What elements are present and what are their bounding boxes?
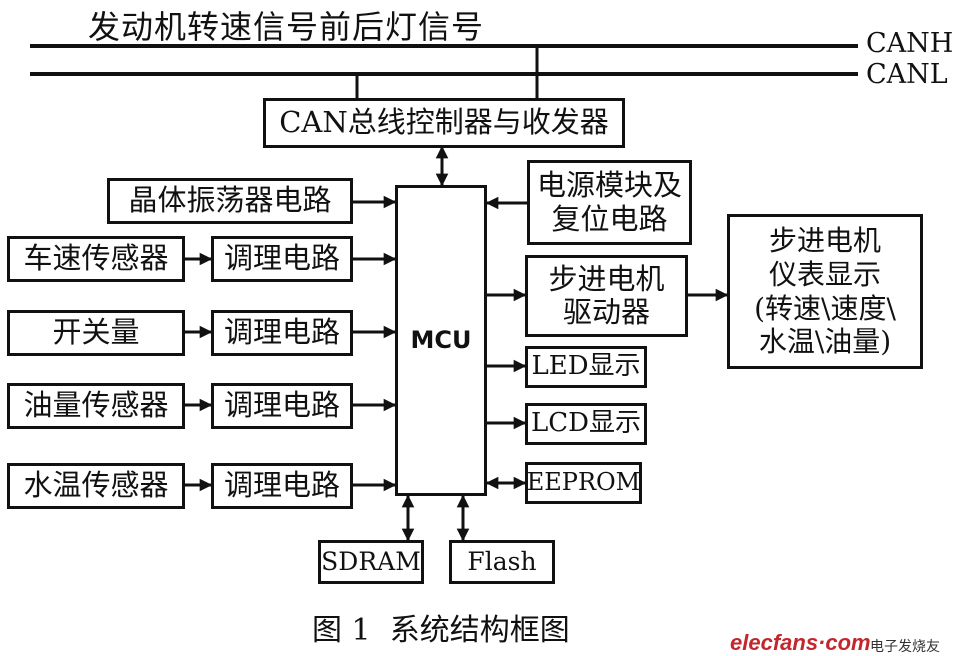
crystal-oscillator-box: 晶体振荡器电路 — [107, 178, 353, 224]
power-reset-line-2: 复位电路 — [551, 201, 668, 236]
stepper-display-line-1: 步进电机 — [768, 224, 881, 258]
conditioning-circuit-box: 调理电路 — [211, 383, 353, 429]
stepper-display-line-3: (转速\速度\ — [754, 291, 896, 325]
stepper-driver-line-1: 步进电机 — [548, 261, 665, 296]
watermark-cn: 电子发烧友 — [870, 638, 940, 654]
power-reset-line-1: 电源模块及 — [536, 168, 682, 203]
stepper-driver-box: 步进电机 驱动器 — [525, 255, 688, 337]
conditioning-circuit-box: 调理电路 — [211, 236, 353, 282]
conditioning-circuit-box: 调理电路 — [211, 463, 353, 509]
eeprom-box: EEPROM — [525, 462, 642, 504]
conditioning-circuit-box: 调理电路 — [211, 310, 353, 356]
lcd-display-box: LCD显示 — [525, 403, 647, 445]
canl-label: CANL — [866, 59, 948, 90]
flash-box: Flash — [449, 540, 555, 584]
sdram-box: SDRAM — [318, 540, 424, 584]
stepper-driver-line-2: 驱动器 — [562, 295, 650, 329]
vehicle-speed-sensor-box: 车速传感器 — [7, 236, 185, 282]
stepper-display-line-2: 仪表显示 — [768, 257, 881, 291]
figure-caption: 图 1 系统结构框图 — [312, 613, 570, 648]
stepper-display-box: 步进电机 仪表显示 (转速\速度\ 水温\油量) — [727, 214, 923, 369]
power-reset-box: 电源模块及 复位电路 — [527, 160, 692, 245]
switch-quantity-box: 开关量 — [7, 310, 185, 356]
stepper-display-line-4: 水温\油量) — [758, 325, 892, 359]
canh-label: CANH — [866, 28, 954, 59]
can-controller-box: CAN总线控制器与收发器 — [263, 98, 625, 148]
water-temp-sensor-box: 水温传感器 — [7, 463, 185, 509]
mcu-box: MCU — [395, 185, 487, 496]
watermark-site: elecfans·com — [730, 630, 871, 655]
led-display-box: LED显示 — [525, 346, 647, 388]
oil-level-sensor-box: 油量传感器 — [7, 383, 185, 429]
signal-label: 发动机转速信号前后灯信号 — [88, 8, 485, 46]
